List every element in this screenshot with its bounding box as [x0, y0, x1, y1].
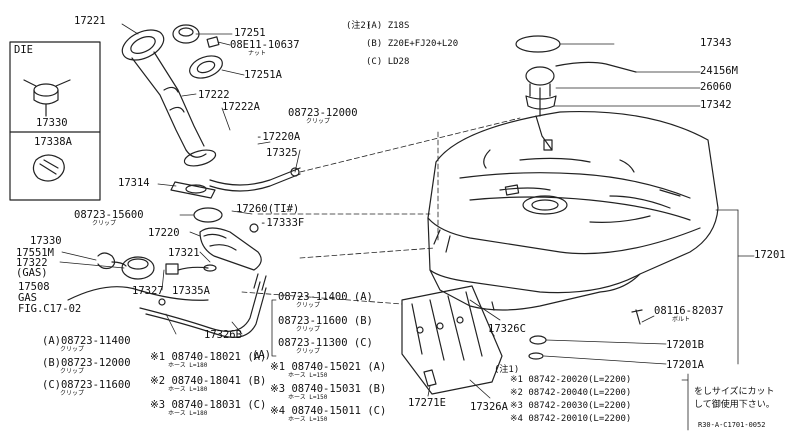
hose-b-3: ※4 08740-15011 (C)ホース L=150 — [270, 405, 387, 423]
callout-17321: 17321 — [168, 247, 200, 259]
callout-17220: 17220 — [148, 227, 180, 239]
hose-a-2: ※2 08740-18041 (B)ホース L=180 — [150, 375, 267, 393]
note2-row-b: (B) Z20E+FJ20+L20 — [366, 39, 459, 49]
callout-17325: 17325 — [266, 147, 298, 159]
hose-b-2: ※3 08740-15031 (B)ホース L=150 — [270, 383, 387, 401]
sender-unit — [515, 35, 637, 151]
note1-remark-1: をしサイズにカット — [694, 387, 775, 397]
callout-17222: 17222 — [198, 89, 230, 101]
gasket-17314 — [170, 181, 216, 199]
callout-26060: 26060 — [700, 81, 732, 93]
die-title: DIE — [14, 44, 33, 56]
note1-row-3: ※3 08742-20030(L=2200) — [510, 401, 632, 411]
drawing-code: R30-A-C1701-0052 — [698, 421, 766, 429]
pipe-17508 — [67, 286, 209, 301]
die-part-b: 17338A — [34, 136, 72, 148]
die-part-a: 17330 — [36, 117, 68, 129]
pipe-17326b — [139, 281, 261, 332]
hose-a-1: ※1 08740-18021 (A)ホース L=180 — [150, 351, 267, 369]
callout-17327: 17327 — [132, 285, 164, 297]
clip-right-a: 08723-11400 (A)クリップ — [278, 291, 373, 309]
callout-17201a: 17201A — [666, 359, 704, 371]
callout-17314: 17314 — [118, 177, 150, 189]
callout-17271e: 17271E — [408, 397, 446, 409]
figure-reference: FIG.C17-02 — [18, 303, 82, 315]
gas-label-1: (GAS) — [16, 267, 48, 279]
note1-row-2: ※2 08742-20040(L=2200) — [510, 388, 632, 398]
note1-remark-2: して御使用下さい。 — [694, 400, 775, 410]
fuel-tank-17201 — [427, 110, 719, 311]
circled-mark-a: (A) — [252, 349, 271, 361]
breather-pipe — [209, 167, 301, 186]
die-inset-box — [9, 41, 101, 201]
filler-neck — [121, 29, 217, 167]
clip-17271e — [423, 369, 437, 387]
callout-17222a: 17222A — [222, 101, 260, 113]
callout-17260: 17260(TI#) — [236, 203, 300, 215]
callout-17330: 17330 — [30, 235, 62, 247]
hose-a-3: ※3 08740-18031 (C)ホース L=180 — [150, 399, 267, 417]
note2-row-c: (C) LD28 — [366, 57, 410, 67]
callout-17201b: 17201B — [666, 339, 704, 351]
note1-row-4: ※4 08742-20010(L=2200) — [510, 414, 632, 424]
gas-label-2: GAS — [18, 292, 37, 304]
clip-right-b: 08723-11600 (B)クリップ — [278, 315, 373, 333]
note2-row-a: (A) Z18S — [366, 21, 410, 31]
callout-24156m: 24156M — [700, 65, 738, 77]
callout-17508: 17508 — [18, 281, 50, 293]
callout-17342: 17342 — [700, 99, 732, 111]
callout-17221: 17221 — [74, 15, 106, 27]
callout-17343: 17343 — [700, 37, 732, 49]
callout-17551m: 17551M — [16, 247, 54, 259]
note1-title: (注1) — [494, 365, 520, 375]
callout-17326b: 17326B — [204, 329, 242, 341]
callout-17201: 17201 — [754, 249, 786, 261]
callout-17326a: 17326A — [470, 401, 508, 413]
callout-17335a: 17335A — [172, 285, 210, 297]
callout-17322: 17322 — [16, 257, 48, 269]
canister-17330 — [121, 256, 155, 280]
callout-17251: 17251 — [234, 27, 266, 39]
callout-17333f: -17333F — [260, 217, 305, 229]
callout-17220a: -17220A — [256, 131, 301, 143]
note1-row-1: ※1 08742-20020(L=2200) — [510, 375, 632, 385]
note2-title: (注2) — [346, 21, 372, 31]
clip-right-c: 08723-11300 (C)クリップ — [278, 337, 373, 355]
protector-17326a — [401, 285, 503, 395]
hose-clip-17260 — [193, 207, 223, 223]
hose-17220 — [199, 227, 262, 271]
callout-17251a: 17251A — [244, 69, 282, 81]
callout-17326c: 17326C — [488, 323, 526, 335]
hose-b-1: ※1 08740-15021 (A)ホース L=150 — [270, 361, 387, 379]
